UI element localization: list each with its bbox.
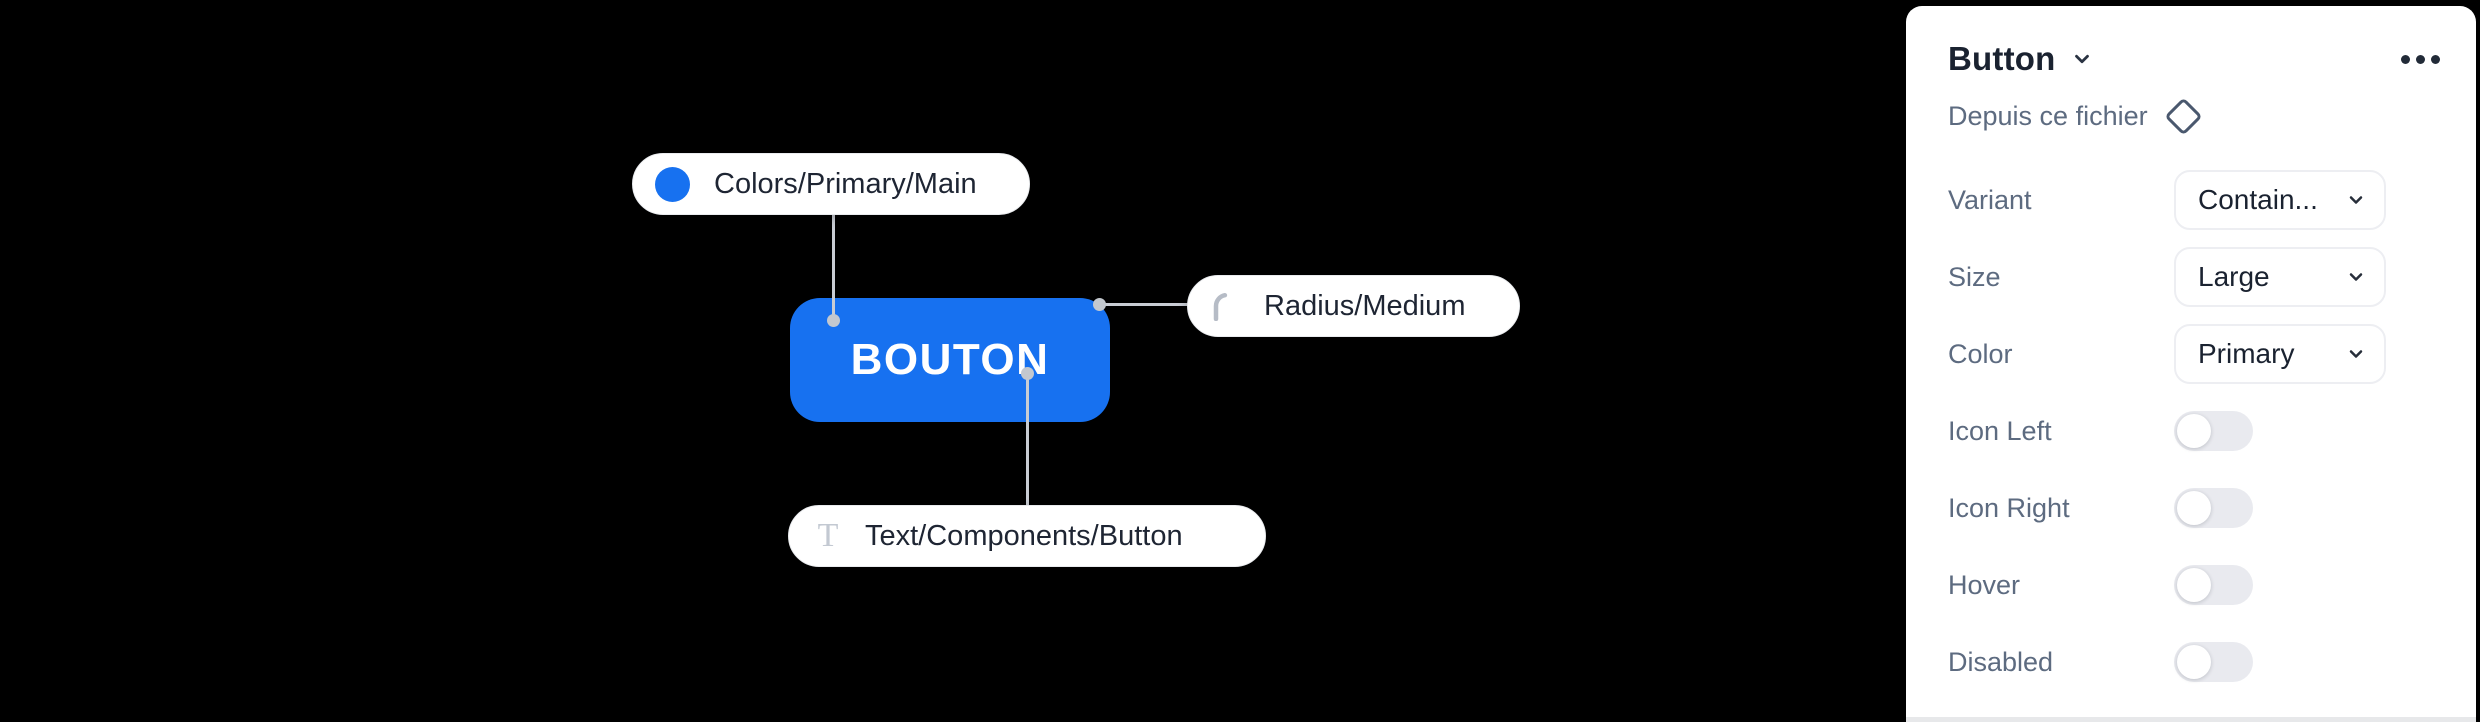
color-dropdown[interactable]: Primary xyxy=(2174,324,2386,384)
property-label: Color xyxy=(1948,338,2013,369)
panel-bottom-divider xyxy=(1906,717,2476,722)
corner-radius-icon xyxy=(1213,292,1242,321)
source-row: Depuis ce fichier xyxy=(1948,94,2476,138)
source-label: Depuis ce fichier xyxy=(1948,100,2148,131)
ellipsis-icon xyxy=(2401,54,2410,64)
chevron-down-icon xyxy=(2349,350,2363,358)
connector-dot-radius xyxy=(1093,298,1106,311)
variant-dropdown[interactable]: Contain... xyxy=(2174,170,2386,230)
more-options-button[interactable] xyxy=(2399,49,2442,70)
color-dot-icon xyxy=(655,166,690,202)
radius-token-pill[interactable]: Radius/Medium xyxy=(1187,275,1520,337)
property-label: Disabled xyxy=(1948,646,2054,677)
toggle-knob xyxy=(2177,645,2211,679)
dropdown-value: Large xyxy=(2198,261,2270,292)
property-row-hover: Hover xyxy=(1906,555,2476,615)
component-title-expander[interactable]: Button xyxy=(1948,40,2093,78)
property-label: Variant xyxy=(1948,184,2032,215)
property-row-disabled: Disabled xyxy=(1906,632,2476,692)
property-row-size: Size Large xyxy=(1906,247,2476,307)
inspector-panel: Button Depuis ce fichier Variant Contain… xyxy=(1906,6,2476,722)
text-style-icon: T xyxy=(817,517,839,554)
property-row-variant: Variant Contain... xyxy=(1906,170,2476,230)
property-row-icon-right: Icon Right xyxy=(1906,478,2476,538)
size-dropdown[interactable]: Large xyxy=(2174,247,2386,307)
property-row-color: Color Primary xyxy=(1906,324,2476,384)
button-component-label: BOUTON xyxy=(850,335,1050,384)
radius-token-label: Radius/Medium xyxy=(1264,289,1466,322)
property-label: Icon Right xyxy=(1948,492,2070,523)
color-token-pill[interactable]: Colors/Primary/Main xyxy=(632,153,1030,215)
connector-line-color xyxy=(832,215,835,321)
chevron-down-icon xyxy=(2349,273,2363,281)
chevron-down-icon xyxy=(2075,54,2090,64)
button-component[interactable]: BOUTON xyxy=(790,298,1110,422)
connector-line-text xyxy=(1026,373,1029,505)
dropdown-value: Contain... xyxy=(2198,184,2318,215)
connector-dot-color xyxy=(827,314,840,327)
property-label: Size xyxy=(1948,261,2001,292)
toggle-knob xyxy=(2177,491,2211,525)
property-label: Hover xyxy=(1948,569,2021,600)
disabled-toggle[interactable] xyxy=(2174,642,2253,682)
panel-header: Button xyxy=(1906,6,2476,78)
text-token-pill[interactable]: T Text/Components/Button xyxy=(788,505,1266,567)
icon-right-toggle[interactable] xyxy=(2174,488,2253,528)
toggle-knob xyxy=(2177,414,2211,448)
diamond-icon[interactable] xyxy=(2164,96,2203,136)
text-token-label: Text/Components/Button xyxy=(865,519,1183,552)
icon-left-toggle[interactable] xyxy=(2174,411,2253,451)
properties-list: Variant Contain... Size Large xyxy=(1906,170,2476,692)
toggle-knob xyxy=(2177,568,2211,602)
color-token-label: Colors/Primary/Main xyxy=(714,167,977,200)
chevron-down-icon xyxy=(2349,196,2363,204)
property-row-icon-left: Icon Left xyxy=(1906,401,2476,461)
panel-title: Button xyxy=(1948,40,2056,77)
property-label: Icon Left xyxy=(1948,415,2052,446)
hover-toggle[interactable] xyxy=(2174,565,2253,605)
connector-dot-text xyxy=(1021,367,1034,380)
connector-line-radius xyxy=(1099,303,1188,306)
dropdown-value: Primary xyxy=(2198,338,2295,369)
